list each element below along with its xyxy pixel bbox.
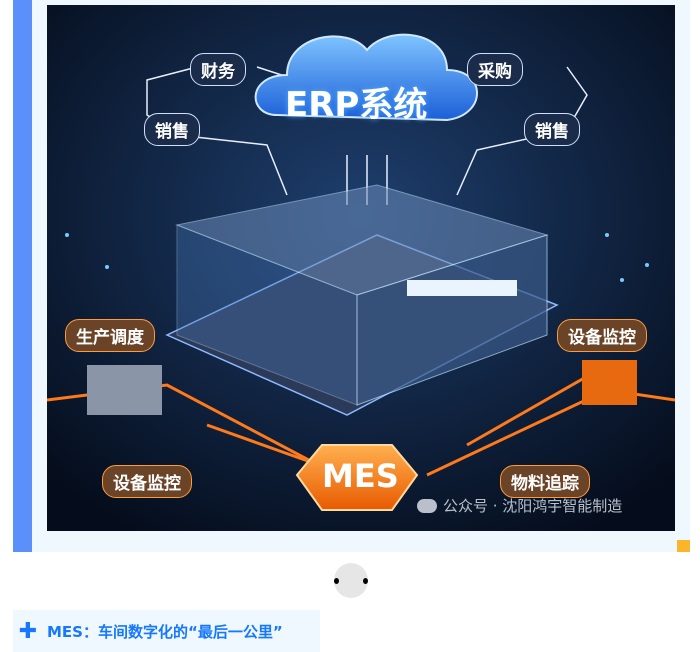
equipment-monitoring-label-right: 设备监控 <box>557 319 647 352</box>
corner-accent <box>677 540 690 552</box>
wechat-icon <box>417 499 437 513</box>
sales-label-right: 销售 <box>524 113 580 146</box>
illustration-graphics <box>47 5 675 531</box>
left-accent-bar <box>13 0 32 552</box>
production-scheduling-label: 生产调度 <box>65 319 155 352</box>
watermark: 公众号 · 沈阳鸿宇智能制造 <box>417 495 622 516</box>
divider-ornament <box>334 563 368 598</box>
mes-label: MES <box>322 457 399 495</box>
section-heading-text: MES：车间数字化的“最后一公里” <box>47 622 283 641</box>
sales-label-left: 销售 <box>144 113 200 146</box>
erp-mes-illustration: ERP系统 财务 采购 销售 销售 生产调度 设备监控 设备监控 物料追踪 ME… <box>47 5 675 531</box>
watermark-text: 公众号 · 沈阳鸿宇智能制造 <box>443 497 623 515</box>
plus-icon: ✚ <box>18 618 38 644</box>
erp-system-label: ERP系统 <box>285 85 428 125</box>
finance-label: 财务 <box>190 53 246 86</box>
material-tracking-label: 物料追踪 <box>500 465 590 498</box>
procurement-label: 采购 <box>467 53 523 86</box>
section-heading: ✚ MES：车间数字化的“最后一公里” <box>13 610 320 652</box>
equipment-monitoring-label-left: 设备监控 <box>102 465 192 498</box>
